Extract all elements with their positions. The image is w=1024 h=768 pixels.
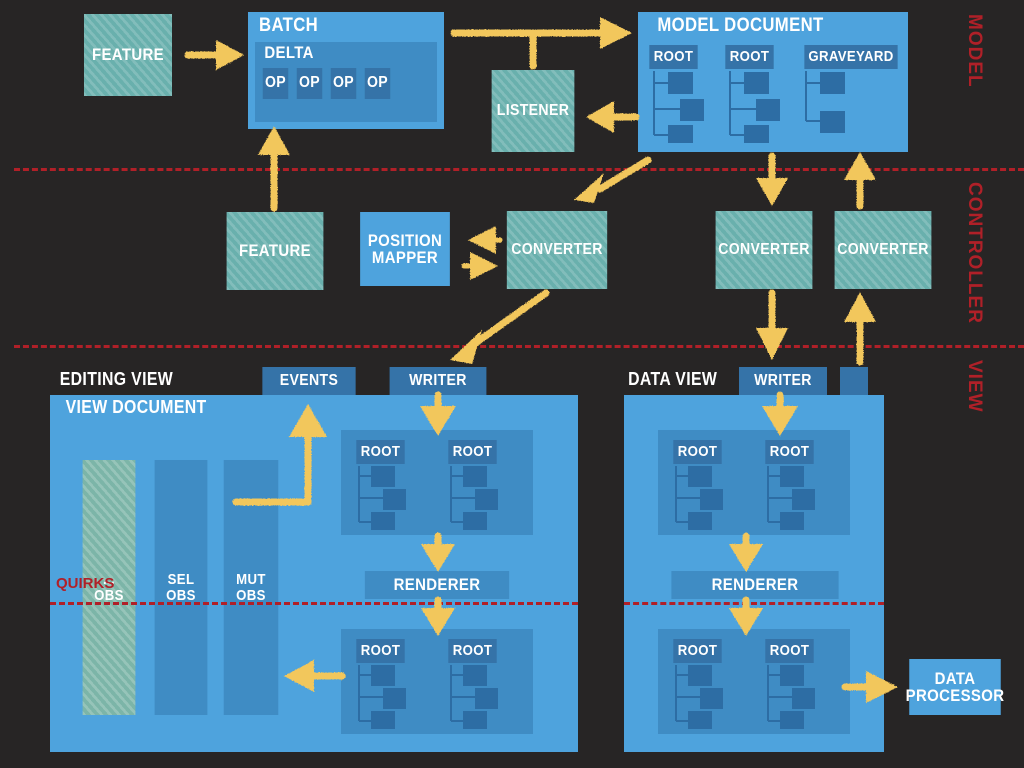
graveyard-label[interactable]: GRAVEYARD [804,45,898,69]
editing-events-tab[interactable]: EVENTS [262,367,356,395]
editing-roots-bottom[interactable]: ROOT ROOT [341,629,533,734]
delta-title: DELTA [264,43,314,62]
view-document-panel[interactable]: VIEW DOCUMENT ... OBS SEL OBS MUT OBS QU… [50,395,578,752]
observer-mut[interactable]: MUT OBS [223,460,279,715]
observer-line1: ... [102,571,116,589]
divider-model-controller [14,168,1024,171]
editing-roots-top[interactable]: ROOT ROOT [341,430,533,535]
observer-line2: OBS [236,586,266,604]
root-label[interactable]: ROOT [356,440,405,464]
data-roots-bottom[interactable]: ROOT ROOT [658,629,850,734]
layer-label-view: VIEW [964,360,985,413]
op-chip[interactable]: OP [296,68,323,99]
model-document-roots: ROOT ROOT GRAVEYARD [646,45,904,145]
observer-line2: OBS [94,586,124,604]
op-list: OP OP OP OP [261,68,392,99]
root-label[interactable]: ROOT [448,440,497,464]
quirks-label: QUIRKS [56,575,115,592]
observer-dots[interactable]: ... OBS [82,460,136,715]
data-processor-box[interactable]: DATA PROCESSOR [906,659,1004,715]
op-chip[interactable]: OP [262,68,289,99]
observer-sel[interactable]: SEL OBS [154,460,208,715]
quirks-divider-data [624,602,884,605]
data-processor-label: DATA PROCESSOR [905,668,1005,705]
data-view-title: DATA VIEW [628,369,718,389]
layer-label-controller: CONTROLLER [964,182,985,324]
listener-box[interactable]: LISTENER [491,70,575,152]
batch-box[interactable]: BATCH DELTA OP OP OP OP [248,12,444,129]
root-label[interactable]: ROOT [725,45,774,69]
converter-left-box[interactable]: CONVERTER [506,211,608,289]
editing-view-title: EDITING VIEW [59,369,174,389]
root-label[interactable]: ROOT [649,45,698,69]
model-root-group: ROOT [722,45,790,145]
controller-feature-box[interactable]: FEATURE [226,212,324,290]
model-document-box[interactable]: MODEL DOCUMENT ROOT ROOT [638,12,908,152]
position-mapper-label: POSITION MAPPER [367,230,443,267]
layer-label-model: MODEL [964,14,985,88]
data-writer-tab[interactable]: WRITER [739,367,827,395]
op-chip[interactable]: OP [330,68,357,99]
batch-title: BATCH [259,15,319,36]
converter-mid-box[interactable]: CONVERTER [715,211,813,289]
root-label[interactable]: ROOT [765,639,814,663]
observer-line2: OBS [166,586,196,604]
view-document-title: VIEW DOCUMENT [65,397,207,417]
model-document-title: MODEL DOCUMENT [657,15,824,36]
delta-box[interactable]: DELTA OP OP OP OP [255,42,437,122]
data-extra-tab[interactable] [840,367,868,395]
root-label[interactable]: ROOT [673,639,722,663]
quirks-divider [50,602,578,605]
converter-right-box[interactable]: CONVERTER [834,211,932,289]
editing-writer-tab[interactable]: WRITER [389,367,487,395]
data-roots-top[interactable]: ROOT ROOT [658,430,850,535]
divider-controller-view [14,345,1024,348]
observer-line1: SEL [167,571,195,589]
model-feature-box[interactable]: FEATURE [84,14,172,96]
data-view-panel[interactable]: ROOT ROOT RENDERER [624,395,884,752]
root-label[interactable]: ROOT [356,639,405,663]
root-label[interactable]: ROOT [673,440,722,464]
observer-line1: MUT [236,571,266,589]
root-label[interactable]: ROOT [765,440,814,464]
model-graveyard-group: GRAVEYARD [798,45,904,145]
editing-renderer[interactable]: RENDERER [364,571,510,599]
data-renderer[interactable]: RENDERER [671,571,839,599]
position-mapper-box[interactable]: POSITION MAPPER [360,212,450,286]
op-chip[interactable]: OP [364,68,391,99]
model-root-group: ROOT [646,45,714,145]
root-label[interactable]: ROOT [448,639,497,663]
